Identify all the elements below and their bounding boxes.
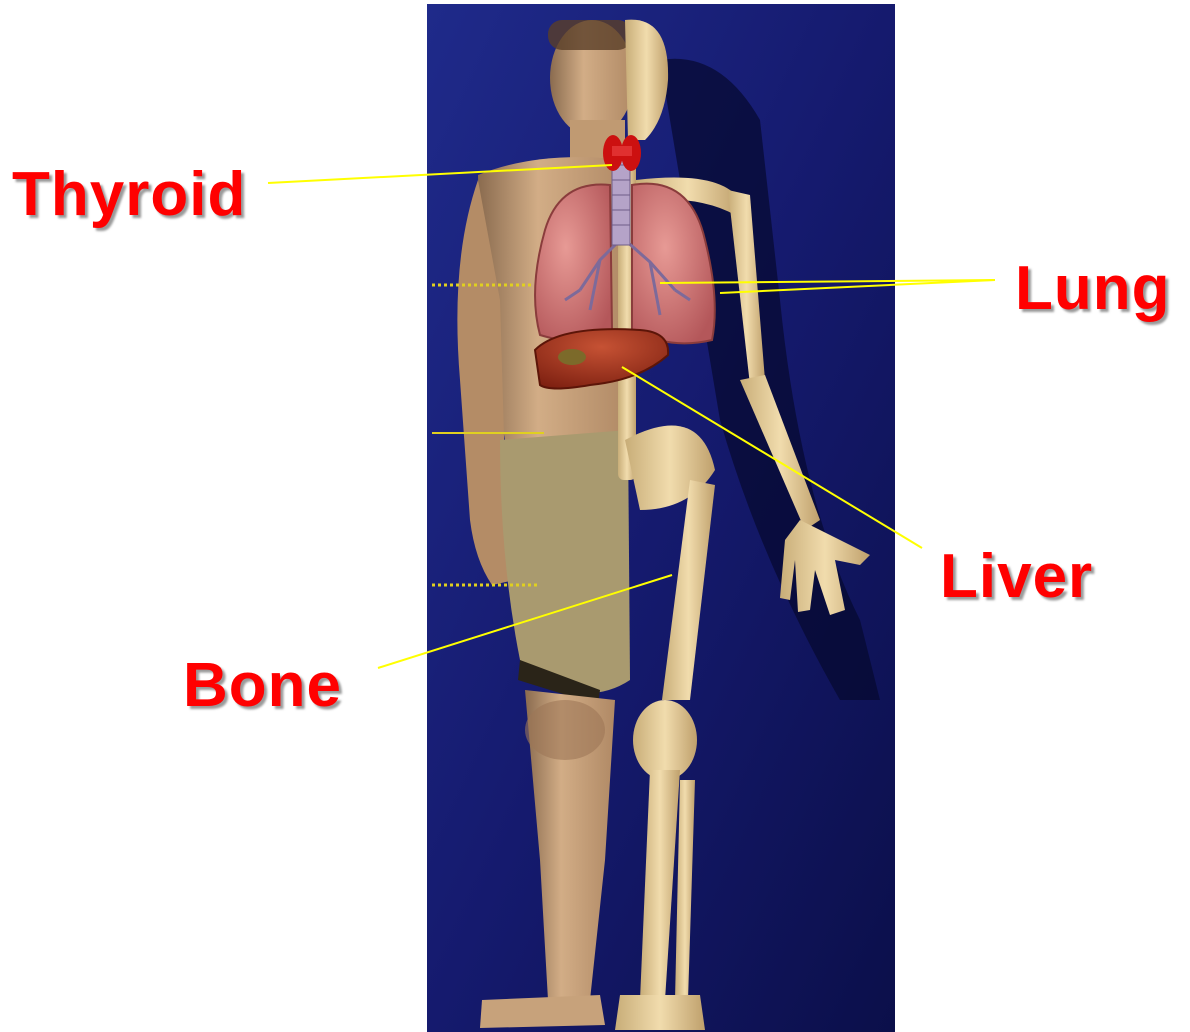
lung-label: Lung bbox=[1015, 258, 1171, 320]
bone-label: Bone bbox=[183, 655, 342, 717]
thyroid-label: Thyroid bbox=[12, 164, 246, 226]
liver-label: Liver bbox=[940, 546, 1093, 608]
gallbladder bbox=[558, 349, 586, 365]
